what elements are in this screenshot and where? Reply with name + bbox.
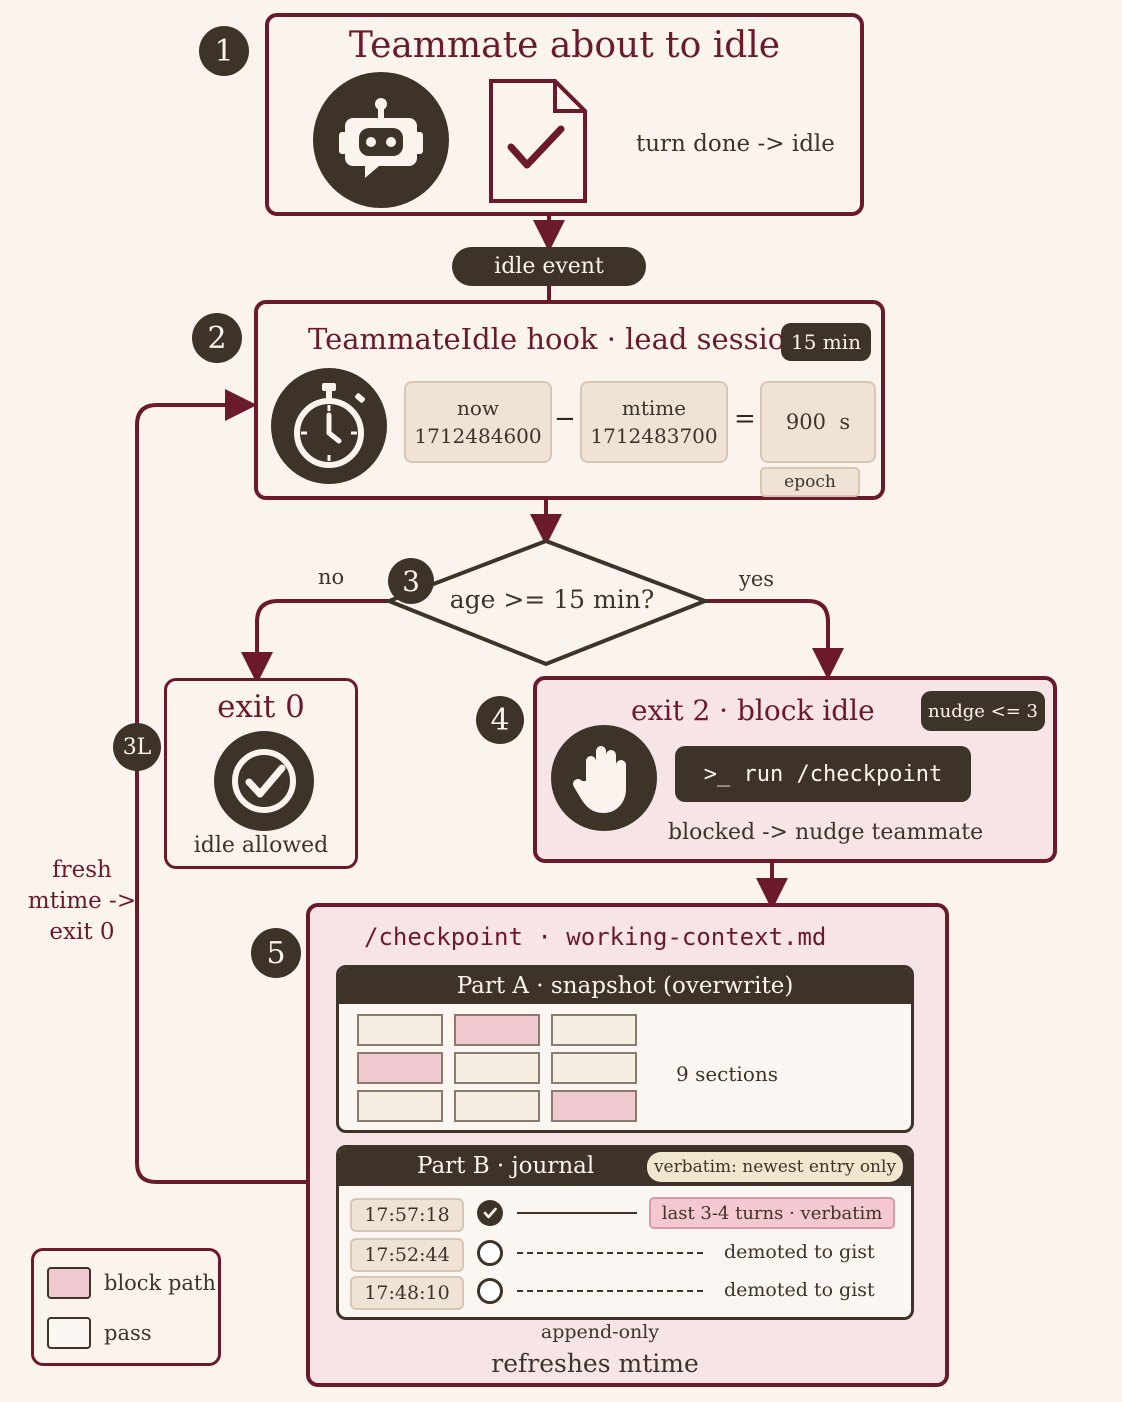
now-tile: now 1712484600 [404,381,552,463]
refreshes-mtime-note: refreshes mtime [491,1349,699,1378]
mtime-label: mtime [621,396,687,420]
step-1-title: Teammate about to idle [348,25,781,66]
decision-question: age >= 15 min? [449,585,655,614]
step-5-number: 5 [251,928,301,978]
section-cell [454,1090,540,1122]
yes-branch-label: yes [739,567,775,591]
dashed-connector [517,1290,703,1292]
journal-label-2: demoted to gist [724,1241,875,1263]
arrow-yes-branch [705,599,844,680]
journal-time-3: 17:48:10 [350,1276,464,1310]
step-4-box: exit 2 · block idle nudge <= 3 >_ run /c… [533,676,1057,863]
step-4-caption: blocked -> nudge teammate [668,820,984,845]
epoch-tag: epoch [760,467,860,497]
append-only-note: append-only [540,1321,660,1343]
robot-icon [313,72,449,208]
empty-circle-icon [477,1240,503,1266]
stopwatch-icon [271,368,387,484]
step-2-title: TeammateIdle hook · lead session [308,322,804,356]
now-label: now [456,396,500,420]
mtime-value: 1712483700 [590,424,718,448]
step-2-badge: 15 min [781,323,871,361]
exit-0-caption: idle allowed [193,833,329,858]
arrow-no-branch [241,599,389,684]
legend-swatch-pass [47,1317,91,1349]
journal-label-1: last 3-4 turns · verbatim [649,1197,895,1229]
loop-back-text: fresh mtime -> exit 0 [24,855,140,948]
step-4-title: exit 2 · block idle [631,694,875,727]
section-cell [551,1014,637,1046]
minus-sign: − [554,404,576,434]
section-grid [357,1014,637,1122]
step-2-number: 2 [192,313,242,363]
part-b-panel: Part B · journal verbatim: newest entry … [336,1145,914,1320]
section-cell [357,1014,443,1046]
loop-text-line-1: fresh [52,857,112,883]
part-a-panel: Part A · snapshot (overwrite) 9 sections [336,965,914,1133]
step-4-number: 4 [476,696,524,744]
part-a-header: Part A · snapshot (overwrite) [339,968,911,1004]
empty-circle-icon [477,1278,503,1304]
loop-text-line-2: mtime -> [27,888,137,914]
legend: block path pass [31,1248,221,1366]
stop-hand-icon [551,725,657,831]
journal-time-1: 17:57:18 [350,1198,464,1232]
result-tile: 900 s [760,381,876,463]
idle-event-pill: idle event [452,247,646,286]
part-b-header-bar: Part B · journal verbatim: newest entry … [339,1148,911,1186]
legend-swatch-block [47,1267,91,1299]
exit-0-title: exit 0 [217,689,305,725]
exit-0-box: exit 0 idle allowed [164,678,358,869]
no-branch-label: no [318,565,345,589]
section-cell [551,1090,637,1122]
legend-label-block: block path [104,1271,216,1295]
legend-label-pass: pass [104,1321,152,1345]
checked-circle-icon [477,1200,503,1226]
journal-label-3: demoted to gist [724,1279,875,1301]
check-circle-icon [214,731,314,831]
loop-text-line-3: exit 0 [49,919,115,945]
decision-diamond [383,538,711,667]
solid-connector [517,1212,637,1214]
step-2-box: TeammateIdle hook · lead session 15 min … [254,300,885,500]
loop-tag: 3L [113,723,161,771]
document-check-icon [487,77,589,209]
section-cell [357,1052,443,1084]
section-cell [454,1052,540,1084]
loop-back-line [135,389,308,1184]
step-5-box: /checkpoint · working-context.md Part A … [306,903,949,1387]
section-cell [454,1014,540,1046]
section-cell [551,1052,637,1084]
part-b-header: Part B · journal [417,1153,595,1179]
step-1-note: turn done -> idle [636,131,835,157]
step-1-box: Teammate about to idle turn done -> idle [265,13,864,216]
mtime-tile: mtime 1712483700 [580,381,728,463]
result-value: 900 s [785,410,851,434]
dashed-connector [517,1252,703,1254]
verbatim-badge: verbatim: newest entry only [647,1152,903,1182]
step-5-title: /checkpoint · working-context.md [364,923,827,951]
step-3-number: 3 [388,558,434,604]
step-1-number: 1 [199,26,249,76]
run-checkpoint-command: >_ run /checkpoint [675,746,971,802]
nudge-limit-badge: nudge <= 3 [921,691,1045,731]
sections-count-note: 9 sections [676,1062,779,1086]
now-value: 1712484600 [414,424,542,448]
equals-sign: = [734,404,756,434]
journal-time-2: 17:52:44 [350,1238,464,1272]
section-cell [357,1090,443,1122]
